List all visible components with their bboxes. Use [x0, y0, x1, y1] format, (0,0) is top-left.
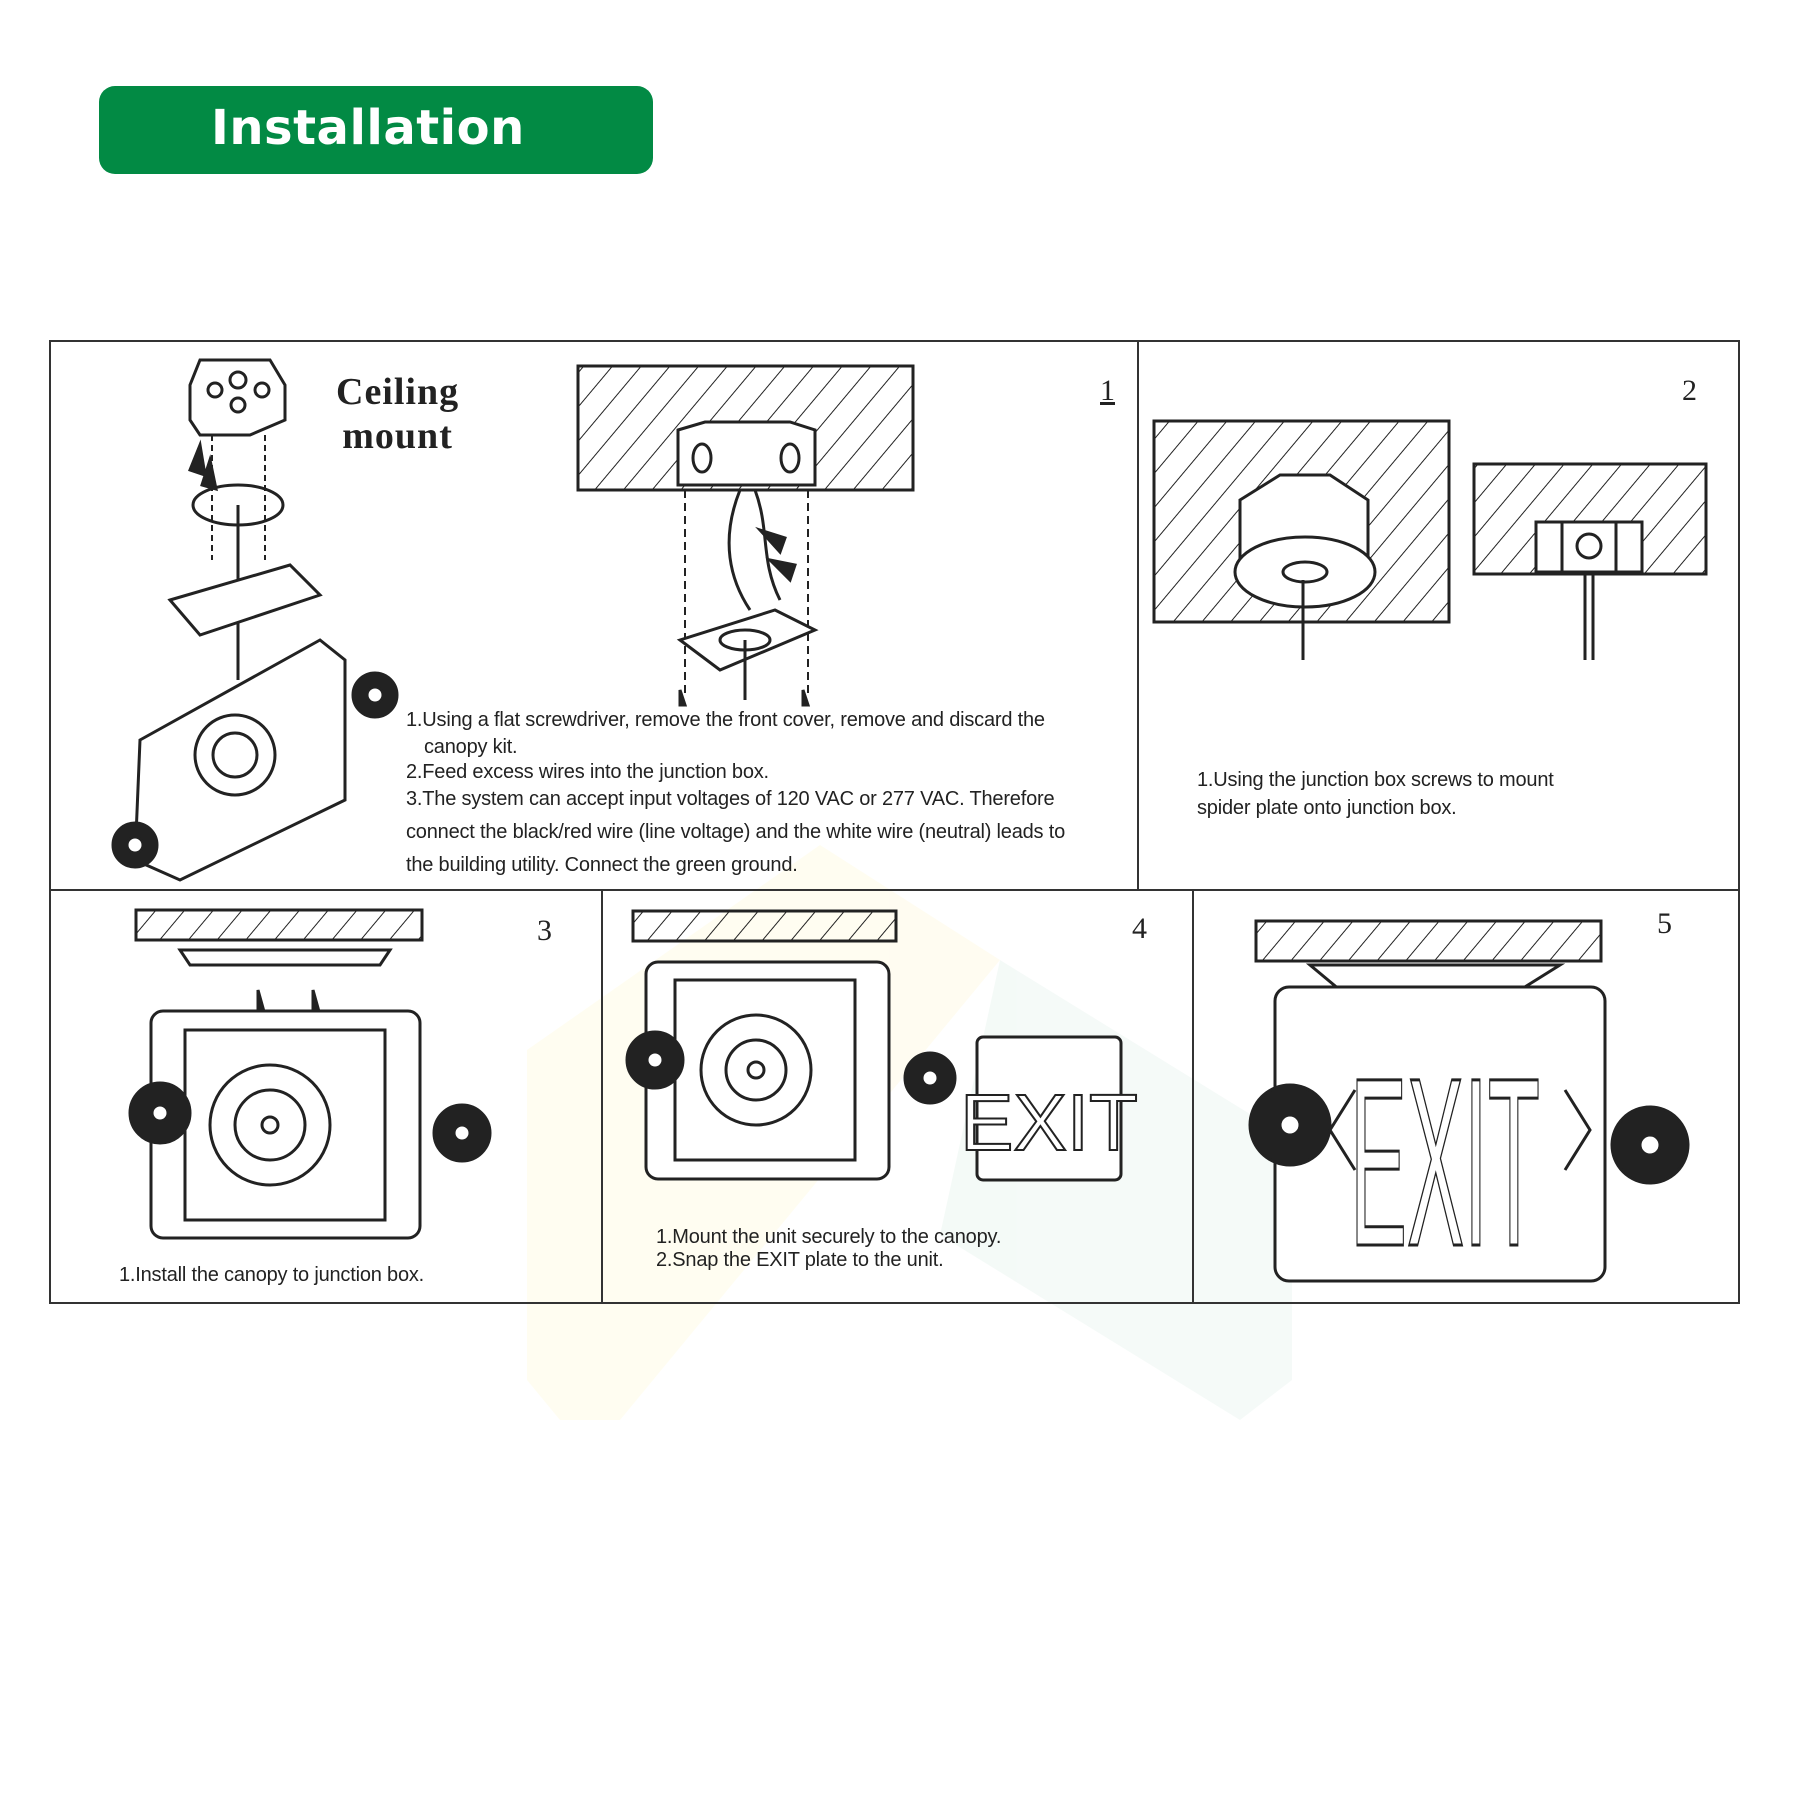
- panel1-line-5: connect the black/red wire (line voltage…: [406, 821, 1065, 843]
- panel4-line-1: 1.Mount the unit securely to the canopy.: [656, 1226, 1002, 1248]
- ceiling-mount-heading: Ceiling mount: [336, 370, 459, 458]
- step-number-3: 3: [537, 914, 552, 947]
- exit-plate-label: EXIT: [960, 1078, 1138, 1167]
- panel4-line-2: 2.Snap the EXIT plate to the unit.: [656, 1249, 944, 1271]
- panel2-line-1: 1.Using the junction box screws to mount: [1197, 769, 1554, 791]
- panel1-line-2: canopy kit.: [424, 736, 518, 758]
- step-number-4: 4: [1132, 912, 1147, 945]
- installation-header-badge: Installation: [99, 86, 653, 174]
- panel3-line-1: 1.Install the canopy to junction box.: [119, 1264, 425, 1286]
- panel1-line-3: 2.Feed excess wires into the junction bo…: [406, 761, 769, 783]
- step-number-1: 1: [1100, 374, 1115, 407]
- heading-line-1: Ceiling: [336, 371, 460, 413]
- mount-unit-illustration: EXIT: [625, 909, 1139, 1182]
- page-title: Installation: [211, 100, 525, 156]
- panel1-line-1: 1.Using a flat screwdriver, remove the f…: [406, 709, 1045, 731]
- panel2-line-2: spider plate onto junction box.: [1197, 797, 1457, 819]
- heading-line-2: mount: [342, 415, 453, 457]
- spider-plate-mount-illustration: [1152, 419, 1708, 660]
- completed-exit-sign-illustration: EXIT: [1248, 919, 1690, 1298]
- exploded-view-illustration: [111, 358, 399, 882]
- panel1-line-4: 3.The system can accept input voltages o…: [406, 788, 1055, 810]
- exit-sign-label: EXIT: [1350, 1028, 1540, 1296]
- junction-box-wiring-illustration: [576, 364, 915, 707]
- canopy-install-illustration: [128, 908, 492, 1240]
- panel1-line-6: the building utility. Connect the green …: [406, 854, 798, 876]
- steps-table-grid: [49, 340, 1740, 1304]
- step-number-2: 2: [1682, 374, 1697, 407]
- step-number-5: 5: [1657, 907, 1672, 940]
